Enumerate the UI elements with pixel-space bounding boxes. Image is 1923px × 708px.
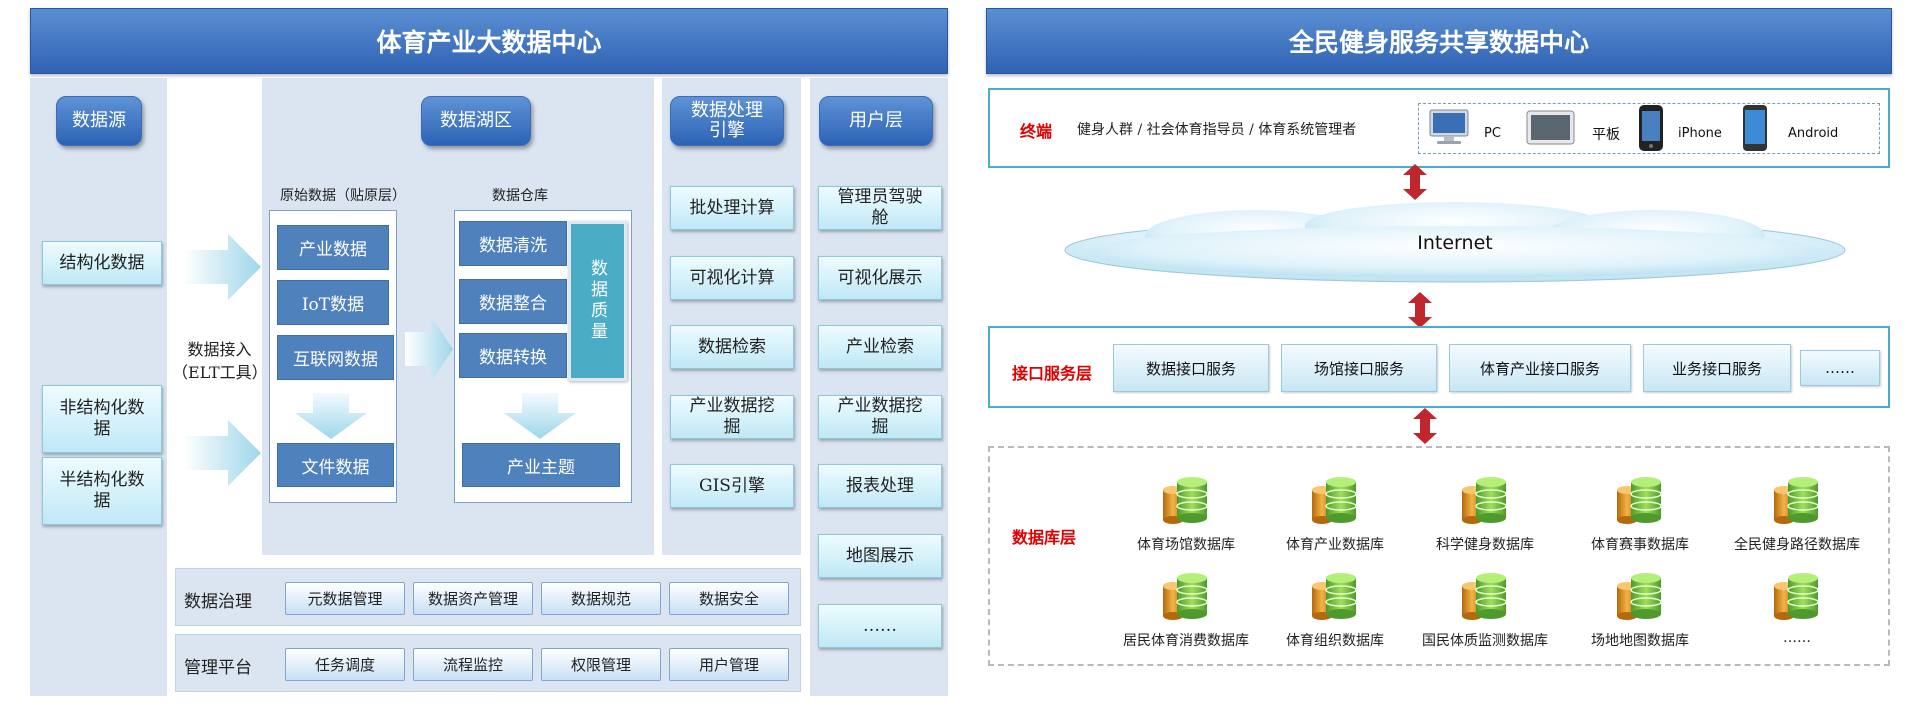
ingest-arrow-top-icon xyxy=(183,234,261,300)
lake-header: 数据湖区 xyxy=(421,96,531,146)
user-item-cockpit: 管理员驾驶舱 xyxy=(818,186,942,230)
raw-to-warehouse-arrow-icon xyxy=(405,316,453,382)
raw-item-iot: IoT数据 xyxy=(277,280,389,325)
user-item-report: 报表处理 xyxy=(818,464,942,508)
interface-item-business: 业务接口服务 xyxy=(1643,344,1791,392)
governance-item-metadata: 元数据管理 xyxy=(285,582,405,615)
processing-item-mining: 产业数据挖掘 xyxy=(670,395,794,439)
source-item-structured: 结构化数据 xyxy=(42,241,162,285)
iphone-icon xyxy=(1639,105,1663,151)
governance-item-security: 数据安全 xyxy=(669,582,789,615)
user-item-mining: 产业数据挖掘 xyxy=(818,395,942,439)
warehouse-item-transform: 数据转换 xyxy=(459,333,567,378)
internet-label: Internet xyxy=(1417,232,1493,254)
database-icon xyxy=(1617,572,1663,624)
management-label: 管理平台 xyxy=(184,658,252,678)
source-header: 数据源 xyxy=(56,96,142,146)
warehouse-item-cleaning: 数据清洗 xyxy=(459,221,567,266)
right-title-banner: 全民健身服务共享数据中心 xyxy=(986,8,1892,74)
ingest-label: 数据接入（ELT工具） xyxy=(172,340,268,382)
raw-item-internet: 互联网数据 xyxy=(277,335,394,380)
management-item-user: 用户管理 xyxy=(669,648,789,681)
processing-item-batch: 批处理计算 xyxy=(670,186,794,230)
governance-item-standard: 数据规范 xyxy=(541,582,661,615)
android-phone-icon xyxy=(1743,105,1767,151)
raw-down-arrow-icon xyxy=(295,393,367,439)
tablet-icon xyxy=(1526,110,1575,145)
database-icon xyxy=(1462,476,1508,528)
database-item-label: 科学健身数据库 xyxy=(1436,537,1534,553)
database-icon xyxy=(1312,572,1358,624)
warehouse-quality: 数据质量 xyxy=(568,221,627,381)
interface-label: 接口服务层 xyxy=(1012,364,1093,383)
database-icon xyxy=(1774,476,1820,528)
pc-icon xyxy=(1429,109,1469,144)
user-item-search: 产业检索 xyxy=(818,325,942,369)
left-title-banner: 体育产业大数据中心 xyxy=(30,8,948,74)
database-item-label: 全民健身路径数据库 xyxy=(1734,537,1860,553)
double-arrow-icon xyxy=(1403,164,1427,200)
governance-item-asset: 数据资产管理 xyxy=(413,582,533,615)
raw-item-industry: 产业数据 xyxy=(277,225,389,270)
database-item-label: 体育场馆数据库 xyxy=(1137,537,1235,553)
interface-item-venue: 场馆接口服务 xyxy=(1281,344,1437,392)
management-item-scheduling: 任务调度 xyxy=(285,648,405,681)
interface-item-industry: 体育产业接口服务 xyxy=(1449,344,1631,392)
source-item-unstructured: 非结构化数据 xyxy=(42,385,162,453)
database-icon xyxy=(1163,572,1209,624)
database-item-label: 居民体育消费数据库 xyxy=(1123,633,1249,649)
interface-item-data: 数据接口服务 xyxy=(1113,344,1269,392)
database-item-label: 体育组织数据库 xyxy=(1286,633,1384,649)
database-item-label: 体育产业数据库 xyxy=(1286,537,1384,553)
database-icon xyxy=(1462,572,1508,624)
management-item-permission: 权限管理 xyxy=(541,648,661,681)
user-item-map: 地图展示 xyxy=(818,534,942,578)
device-iphone-label: iPhone xyxy=(1678,126,1722,141)
terminal-label: 终端 xyxy=(1020,122,1053,141)
database-icon xyxy=(1774,572,1820,624)
ingest-arrow-bottom-icon xyxy=(183,420,261,486)
warehouse-title: 数据仓库 xyxy=(492,188,548,204)
raw-title: 原始数据（贴原层） xyxy=(280,188,406,204)
user-item-more: …… xyxy=(818,604,942,648)
database-item-label: 国民体质监测数据库 xyxy=(1422,633,1548,649)
terminal-users: 健身人群 / 社会体育指导员 / 体育系统管理者 xyxy=(1077,122,1357,138)
database-icon xyxy=(1163,476,1209,528)
warehouse-bottom-topic: 产业主题 xyxy=(462,443,620,487)
raw-bottom-file: 文件数据 xyxy=(277,443,394,487)
database-icon xyxy=(1312,476,1358,528)
right-title: 全民健身服务共享数据中心 xyxy=(1288,28,1589,57)
double-arrow-icon xyxy=(1413,408,1437,444)
interface-item-more: …… xyxy=(1800,350,1880,386)
governance-label: 数据治理 xyxy=(184,592,252,612)
internet-cloud-icon xyxy=(1064,202,1846,283)
management-item-monitoring: 流程监控 xyxy=(413,648,533,681)
database-label: 数据库层 xyxy=(1012,528,1077,547)
database-box xyxy=(988,446,1890,666)
device-pc-label: PC xyxy=(1484,126,1501,141)
source-item-semistructured: 半结构化数据 xyxy=(42,457,162,525)
database-item-label: 场地地图数据库 xyxy=(1591,633,1689,649)
database-item-label: …… xyxy=(1783,630,1811,646)
user-column xyxy=(810,78,948,696)
processing-item-gis: GIS引擎 xyxy=(670,464,794,508)
user-item-visual: 可视化展示 xyxy=(818,256,942,300)
database-item-label: 体育赛事数据库 xyxy=(1591,537,1689,553)
database-icon xyxy=(1617,476,1663,528)
processing-item-search: 数据检索 xyxy=(670,325,794,369)
warehouse-item-integration: 数据整合 xyxy=(459,279,567,324)
device-group xyxy=(1418,103,1880,154)
user-header: 用户层 xyxy=(819,96,933,146)
processing-item-visual: 可视化计算 xyxy=(670,256,794,300)
device-android-label: Android xyxy=(1788,126,1839,141)
device-tablet-label: 平板 xyxy=(1592,127,1620,143)
double-arrow-icon xyxy=(1408,292,1432,328)
processing-header: 数据处理引擎 xyxy=(670,96,784,146)
left-title: 体育产业大数据中心 xyxy=(376,28,602,57)
warehouse-down-arrow-icon xyxy=(504,393,576,439)
